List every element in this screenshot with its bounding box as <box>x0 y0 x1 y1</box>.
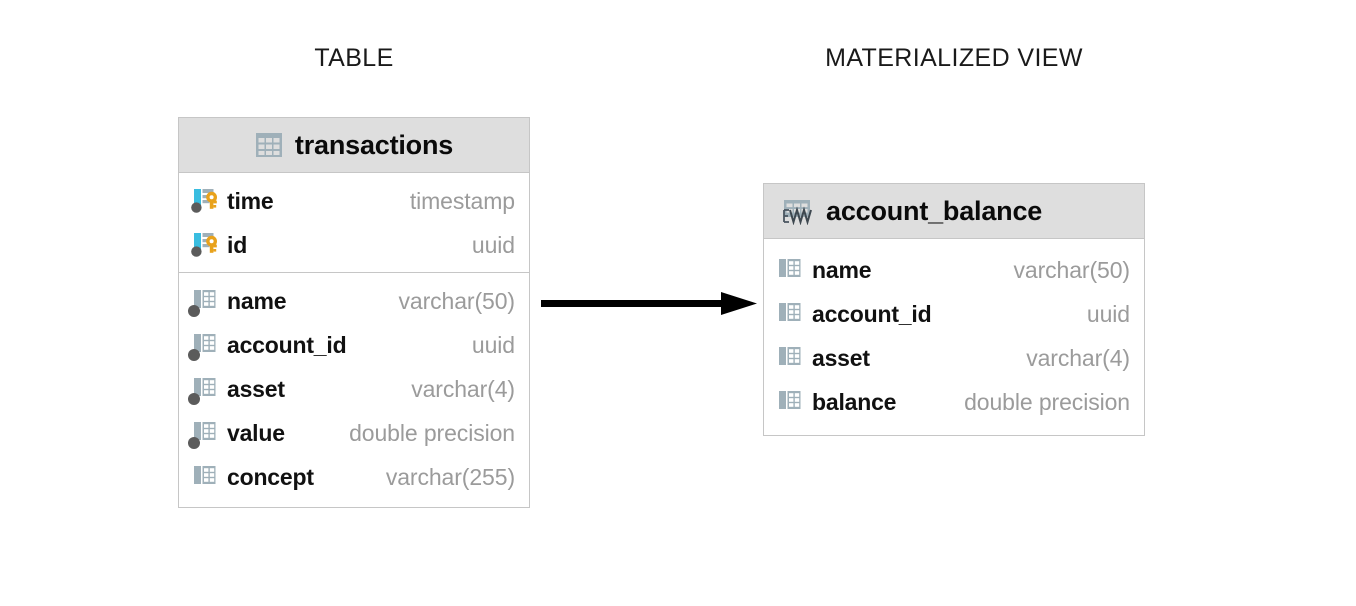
column-icon <box>188 287 221 317</box>
attribute-name: name <box>227 287 287 314</box>
attribute-type: varchar(4) <box>411 375 515 402</box>
materialized-view-icon <box>782 197 812 225</box>
entity-body-transactions: time timestamp <box>179 173 529 507</box>
caption-table: TABLE <box>314 44 394 72</box>
table-grid-icon <box>255 132 283 158</box>
attribute-type: uuid <box>471 231 515 258</box>
attribute-row[interactable]: balance double precision <box>764 380 1144 424</box>
entity-account-balance[interactable]: account_balance <box>763 183 1145 436</box>
attribute-row[interactable]: asset varchar(4) <box>764 336 1144 380</box>
nullable-dot <box>188 305 200 317</box>
attribute-row[interactable]: account_id uuid <box>179 323 529 367</box>
attribute-name: asset <box>812 344 870 371</box>
attribute-name: account_id <box>227 331 347 358</box>
attribute-row[interactable]: value double precision <box>179 411 529 455</box>
attribute-name: value <box>227 419 285 446</box>
attribute-type: double precision <box>964 388 1130 415</box>
attribute-type: double precision <box>349 419 515 446</box>
row-group-primary-keys: time timestamp <box>179 173 529 272</box>
attribute-row[interactable]: account_id uuid <box>764 292 1144 336</box>
attribute-type: varchar(4) <box>1026 344 1130 371</box>
column-icon <box>191 463 221 491</box>
nullable-dot <box>188 393 200 405</box>
entity-header-account-balance: account_balance <box>764 184 1144 239</box>
entity-transactions[interactable]: transactions <box>178 117 530 508</box>
column-icon <box>776 388 806 416</box>
primary-key-icon <box>191 187 221 215</box>
column-icon <box>188 331 221 361</box>
attribute-name: time <box>227 187 274 214</box>
entity-header-transactions: transactions <box>179 118 529 173</box>
column-icon <box>776 256 806 284</box>
attribute-name: concept <box>227 463 314 490</box>
attribute-row[interactable]: concept varchar(255) <box>179 455 529 499</box>
attribute-row[interactable]: time timestamp <box>179 179 529 223</box>
entity-title-account-balance: account_balance <box>826 195 1043 226</box>
caption-materialized-view: MATERIALIZED VIEW <box>825 44 1083 72</box>
attribute-name: name <box>812 256 872 283</box>
arrow-right-icon <box>541 291 757 317</box>
attribute-row[interactable]: asset varchar(4) <box>179 367 529 411</box>
attribute-name: balance <box>812 388 897 415</box>
column-icon <box>188 419 221 449</box>
entity-title-transactions: transactions <box>294 129 454 160</box>
column-icon <box>776 344 806 372</box>
nullable-dot <box>188 437 200 449</box>
entity-body-account-balance: name varchar(50) <box>764 239 1144 435</box>
attribute-row[interactable]: id uuid <box>179 223 529 267</box>
attribute-name: account_id <box>812 300 932 327</box>
attribute-name: asset <box>227 375 285 402</box>
attribute-type: varchar(50) <box>398 287 516 314</box>
primary-key-icon <box>191 231 221 259</box>
column-icon <box>188 375 221 405</box>
attribute-row[interactable]: name varchar(50) <box>179 279 529 323</box>
attribute-name: id <box>227 231 248 258</box>
attribute-type: timestamp <box>409 187 515 214</box>
nullable-dot <box>188 349 200 361</box>
row-group-columns: name varchar(50) <box>179 272 529 507</box>
attribute-type: uuid <box>471 331 515 358</box>
attribute-type: varchar(255) <box>385 463 515 490</box>
column-icon <box>776 300 806 328</box>
attribute-type: varchar(50) <box>1013 256 1131 283</box>
attribute-type: uuid <box>1086 300 1130 327</box>
attribute-row[interactable]: name varchar(50) <box>764 248 1144 292</box>
row-group-columns: name varchar(50) <box>764 239 1144 435</box>
